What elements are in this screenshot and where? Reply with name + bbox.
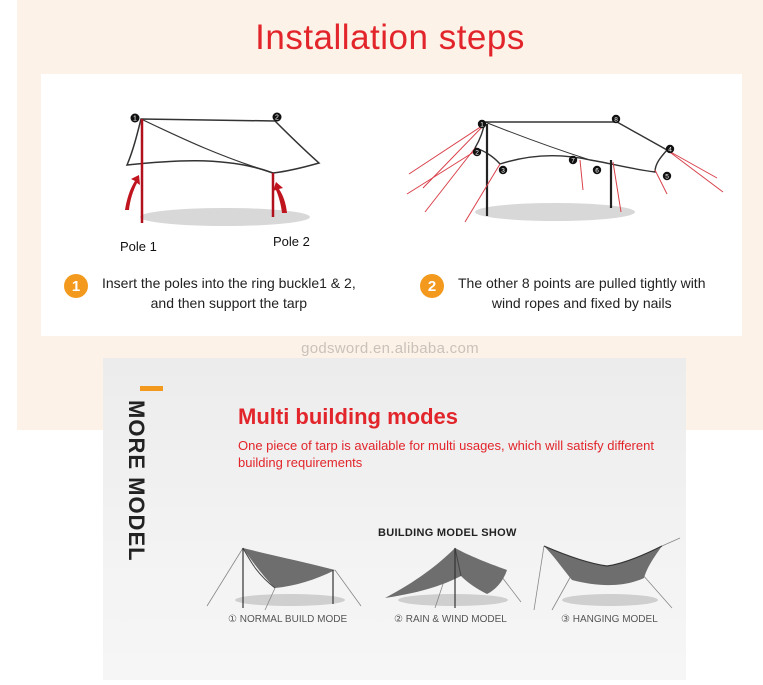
section-description: One piece of tarp is available for multi… [238, 438, 654, 470]
mode-label-hanging: ③ HANGING MODEL [561, 614, 658, 625]
install-step-2: 2 The other 8 points are pulled tightly … [420, 273, 705, 313]
tarp-fold [140, 118, 274, 174]
rain-wind-illustration [385, 547, 522, 609]
more-model-panel [103, 358, 686, 680]
step-text-line: wind ropes and fixed by nails [491, 295, 672, 311]
point-markers: 1 2 3 4 5 6 7 8 [472, 114, 675, 180]
point-label: 2 [475, 149, 479, 156]
installation-panel [41, 74, 742, 336]
point-label: 4 [668, 146, 672, 153]
page-title: Installation steps [255, 18, 525, 57]
mode-label-rain-wind: ② RAIN & WIND MODEL [394, 614, 507, 625]
arrow-up-icon [125, 175, 140, 210]
point-marker [130, 113, 140, 123]
point-marker [272, 112, 282, 122]
point-label: 1 [133, 116, 137, 123]
watermark: godsword.en.alibaba.com [301, 340, 479, 357]
point-label: 1 [480, 121, 484, 128]
arrow-up-icon [273, 182, 287, 213]
step2-diagram: 1 2 3 4 5 6 7 8 [406, 114, 724, 223]
step-text: The other 8 points are pulled tightly wi… [458, 273, 705, 313]
wind-ropes [406, 123, 724, 223]
point-label: 3 [501, 167, 505, 174]
point-label: 6 [595, 167, 599, 174]
pole-2-label: Pole 2 [273, 234, 310, 249]
more-model-text: MORE MODEL [124, 400, 149, 562]
tarp [125, 118, 321, 174]
normal-build-illustration [206, 547, 362, 611]
step-text: Insert the poles into the ring buckle1 &… [102, 273, 356, 313]
tarp-fold [484, 121, 591, 161]
step-number-badge: 1 [64, 274, 88, 298]
building-model-show-title: BUILDING MODEL SHOW [378, 527, 517, 539]
ground-shadow [140, 208, 310, 226]
more-model-label: MORE MODEL [124, 400, 174, 600]
accent-bar [140, 386, 163, 391]
section-title: Multi building modes [238, 404, 458, 429]
step-number-badge: 2 [420, 274, 444, 298]
step-text-line: The other 8 points are pulled tightly wi… [458, 275, 706, 291]
point-label: 8 [614, 116, 618, 123]
step-text-line: and then support the tarp [150, 295, 308, 311]
install-step-1: 1 Insert the poles into the ring buckle1… [64, 273, 356, 313]
step1-diagram: 1 2 [125, 112, 321, 226]
pole-1-label: Pole 1 [120, 239, 157, 254]
step-text-line: Insert the poles into the ring buckle1 &… [102, 275, 356, 291]
point-label: 5 [665, 173, 669, 180]
ground-shadow [475, 203, 635, 221]
point-label: 7 [571, 157, 575, 164]
mode-label-normal: ① NORMAL BUILD MODE [228, 614, 348, 625]
point-label: 2 [275, 115, 279, 122]
hanging-illustration [533, 537, 681, 611]
